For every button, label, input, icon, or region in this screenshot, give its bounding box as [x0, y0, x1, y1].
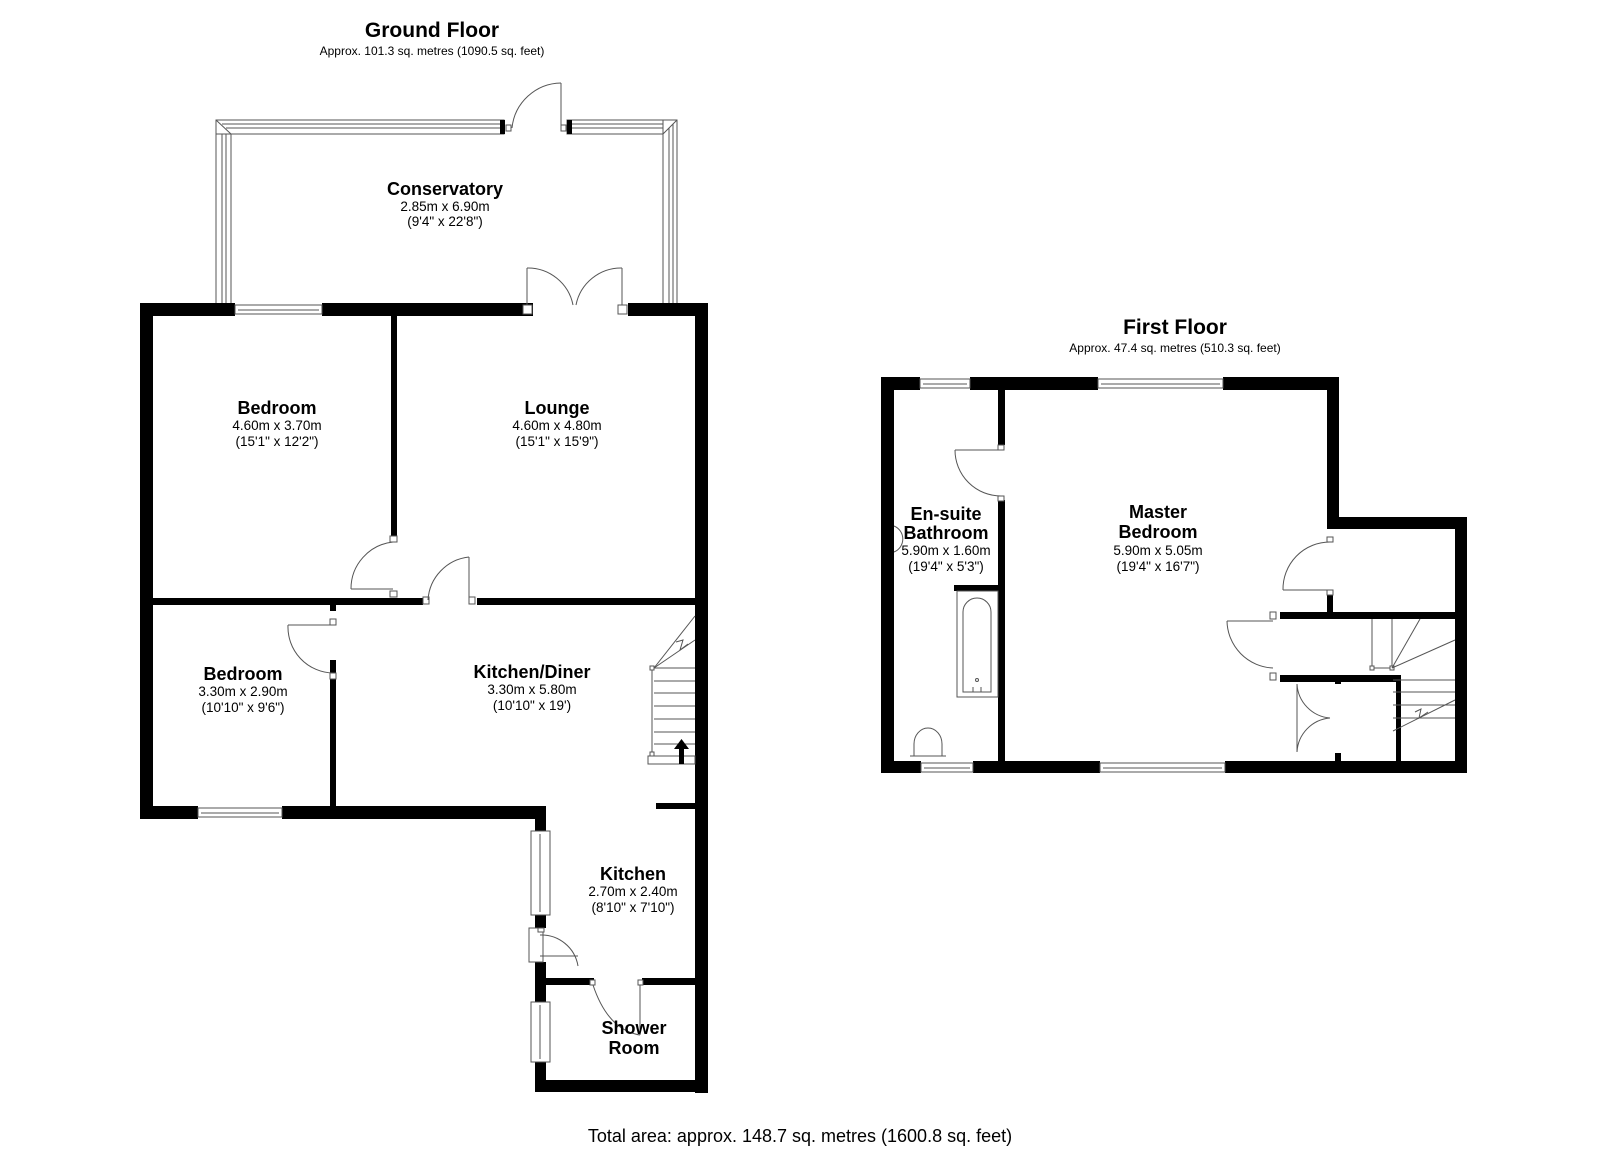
toilet-fixture	[910, 727, 946, 757]
svg-text:(19'4" x 16'7"): (19'4" x 16'7")	[1116, 559, 1199, 574]
svg-text:Shower: Shower	[601, 1018, 666, 1038]
svg-text:Lounge: Lounge	[525, 398, 590, 418]
svg-text:4.60m x 4.80m: 4.60m x 4.80m	[512, 418, 601, 433]
svg-text:Bedroom: Bedroom	[237, 398, 316, 418]
svg-text:(19'4" x 5'3"): (19'4" x 5'3")	[908, 559, 984, 574]
svg-text:4.60m x 3.70m: 4.60m x 3.70m	[232, 418, 321, 433]
svg-text:(10'10" x 19'): (10'10" x 19')	[493, 698, 571, 713]
svg-text:2.70m x 2.40m: 2.70m x 2.40m	[588, 884, 677, 899]
first-floor-stairs	[1369, 618, 1456, 732]
room-label-kitchen: Kitchen 2.70m x 2.40m (8'10" x 7'10")	[588, 864, 677, 915]
svg-text:Bathroom: Bathroom	[904, 523, 989, 543]
room-label-conservatory: Conservatory 2.85m x 6.90m (9'4" x 22'8"…	[387, 179, 503, 229]
room-label-lounge: Lounge 4.60m x 4.80m (15'1" x 15'9")	[512, 398, 601, 449]
first-floor-title: First Floor	[1123, 316, 1227, 339]
svg-text:En-suite: En-suite	[910, 504, 981, 524]
room-label-kitchen-diner: Kitchen/Diner 3.30m x 5.80m (10'10" x 19…	[473, 662, 590, 713]
ground-floor-plan: Ground Floor Approx. 101.3 sq. metres (1…	[140, 19, 708, 1093]
svg-text:(15'1" x 15'9"): (15'1" x 15'9")	[515, 434, 598, 449]
svg-text:Conservatory: Conservatory	[387, 179, 503, 199]
ground-floor-windows	[197, 304, 551, 1063]
ground-floor-stairs	[647, 615, 696, 765]
total-area: Total area: approx. 148.7 sq. metres (16…	[588, 1126, 1012, 1146]
first-floor-doors	[954, 444, 1334, 753]
first-floor-walls	[881, 377, 1467, 773]
first-floor-plan: First Floor Approx. 47.4 sq. metres (510…	[881, 316, 1467, 773]
svg-text:2.85m x 6.90m: 2.85m x 6.90m	[400, 199, 489, 214]
svg-text:Bedroom: Bedroom	[1118, 522, 1197, 542]
room-label-bedroom-1: Bedroom 4.60m x 3.70m (15'1" x 12'2")	[232, 398, 321, 449]
svg-text:(15'1" x 12'2"): (15'1" x 12'2")	[235, 434, 318, 449]
room-label-en-suite: En-suite Bathroom 5.90m x 1.60m (19'4" x…	[901, 504, 990, 574]
svg-text:5.90m x 1.60m: 5.90m x 1.60m	[901, 543, 990, 558]
room-label-bedroom-2: Bedroom 3.30m x 2.90m (10'10" x 9'6")	[198, 664, 287, 715]
room-label-master-bedroom: Master Bedroom 5.90m x 5.05m (19'4" x 16…	[1113, 502, 1202, 574]
svg-text:Kitchen/Diner: Kitchen/Diner	[473, 662, 590, 682]
ground-floor-doors	[287, 267, 644, 1036]
svg-text:(8'10" x 7'10"): (8'10" x 7'10")	[591, 900, 674, 915]
up-arrow-icon	[674, 739, 689, 764]
svg-text:Master: Master	[1129, 502, 1187, 522]
svg-text:Kitchen: Kitchen	[600, 864, 666, 884]
first-floor-area: Approx. 47.4 sq. metres (510.3 sq. feet)	[1069, 341, 1280, 355]
ground-floor-walls	[140, 303, 708, 1093]
first-floor-windows	[919, 378, 1226, 773]
svg-text:Bedroom: Bedroom	[203, 664, 282, 684]
svg-text:(9'4" x 22'8"): (9'4" x 22'8")	[407, 214, 483, 229]
svg-text:(10'10" x 9'6"): (10'10" x 9'6")	[201, 700, 284, 715]
bath-fixture	[956, 590, 999, 698]
conservatory-frame	[215, 82, 678, 311]
svg-text:5.90m x 5.05m: 5.90m x 5.05m	[1113, 543, 1202, 558]
ground-floor-title: Ground Floor	[365, 19, 499, 42]
room-label-shower-room: Shower Room	[601, 1018, 666, 1058]
svg-text:Room: Room	[609, 1038, 660, 1058]
svg-text:3.30m x 2.90m: 3.30m x 2.90m	[198, 684, 287, 699]
ground-floor-area: Approx. 101.3 sq. metres (1090.5 sq. fee…	[320, 44, 545, 58]
basin-fixture	[893, 525, 904, 553]
svg-text:3.30m x 5.80m: 3.30m x 5.80m	[487, 682, 576, 697]
